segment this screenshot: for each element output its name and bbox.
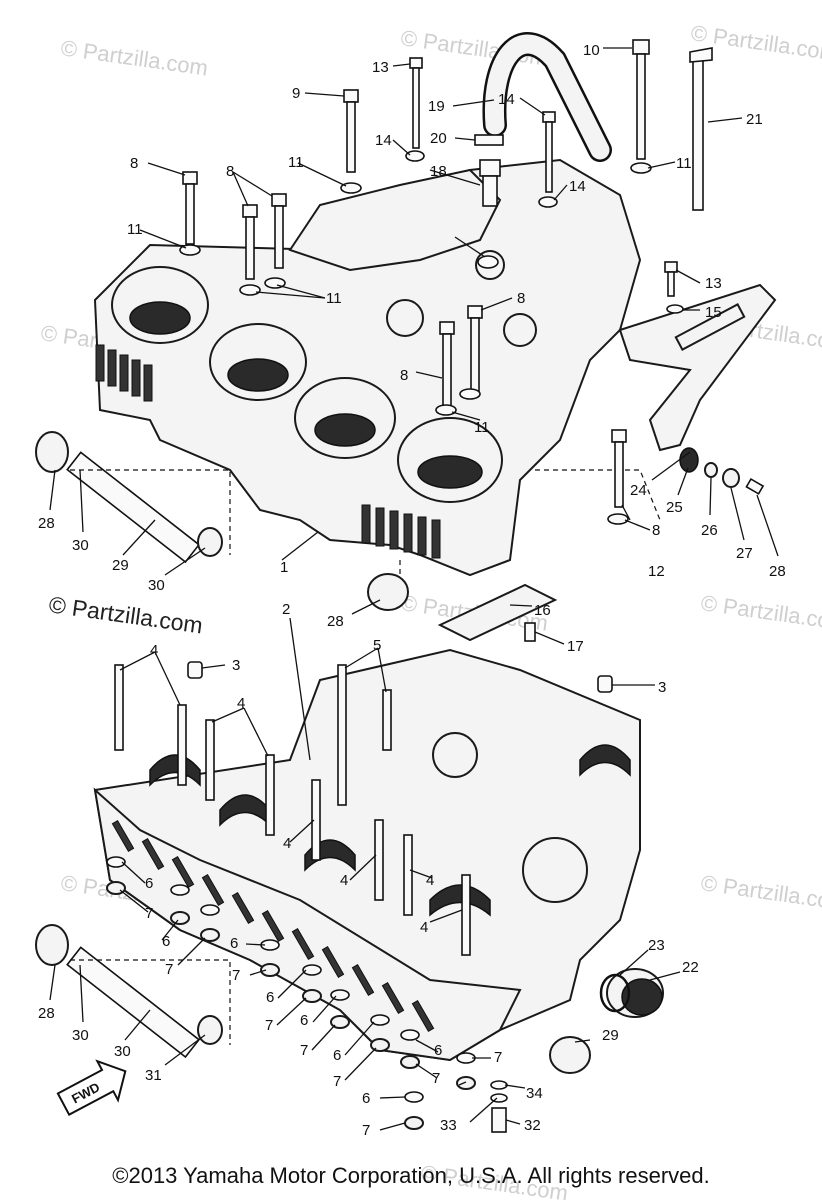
callout-9: 9 xyxy=(292,85,300,102)
callout-31: 32 xyxy=(524,1117,541,1134)
callouts: 1 2 3 3 4 4 4 4 4 4 5 6 6 6 6 6 6 6 6 7 … xyxy=(38,42,786,1139)
callout-13: 14 xyxy=(498,91,515,108)
callout-7: 7 xyxy=(265,1017,273,1034)
callout-29: 30 xyxy=(114,1043,131,1060)
callout-20: 21 xyxy=(746,111,763,128)
callout-11: 11 xyxy=(676,155,692,172)
callout-7: 7 xyxy=(165,961,173,978)
callout-8: 8 xyxy=(652,522,660,539)
watermark: © Partzilla.com xyxy=(699,590,822,635)
callout-11: 11 xyxy=(288,154,304,171)
callout-7: 7 xyxy=(333,1073,341,1090)
callout-6: 6 xyxy=(434,1042,442,1059)
callout-30: 30 xyxy=(72,537,89,554)
callout-11: 12 xyxy=(648,563,665,580)
callout-8: 8 xyxy=(130,155,138,172)
callout-25: 26 xyxy=(701,522,718,539)
callout-28: 29 xyxy=(602,1027,619,1044)
callout-8: 8 xyxy=(226,163,234,180)
callout-14: 14 xyxy=(375,132,392,149)
callout-8: 8 xyxy=(517,290,525,307)
callout-6: 6 xyxy=(230,935,238,952)
callout-19: 20 xyxy=(430,130,447,147)
callout-3: 3 xyxy=(232,657,240,674)
callout-15: 16 xyxy=(534,602,551,619)
callout-23: 24 xyxy=(630,482,647,499)
callout-14: 15 xyxy=(705,304,722,321)
callout-6: 6 xyxy=(162,933,170,950)
callout-11: 11 xyxy=(474,419,490,436)
leader-lines xyxy=(49,47,779,1131)
callout-8: 8 xyxy=(400,367,408,384)
callout-6: 6 xyxy=(145,875,153,892)
watermark: © Partzilla.com xyxy=(699,870,822,915)
callout-18: 19 xyxy=(428,98,445,115)
callout-4: 4 xyxy=(426,872,434,889)
callout-12: 13 xyxy=(705,275,722,292)
watermark-main: © Partzilla.com xyxy=(47,591,204,638)
gasket-plate xyxy=(437,583,558,642)
callout-26: 27 xyxy=(736,545,753,562)
callout-4: 4 xyxy=(340,872,348,889)
callout-5: 5 xyxy=(373,637,381,654)
mount-tube-lower xyxy=(35,924,591,1074)
callout-17: 18 xyxy=(430,163,447,180)
callout-2: 2 xyxy=(282,601,290,618)
callout-11: 11 xyxy=(127,221,143,238)
callout-4: 4 xyxy=(283,835,291,852)
callout-24: 25 xyxy=(666,499,683,516)
callout-33: 34 xyxy=(526,1085,543,1102)
callout-10: 10 xyxy=(583,42,600,59)
callout-7: 7 xyxy=(362,1122,370,1139)
o-ring xyxy=(599,973,631,1013)
callout-6: 6 xyxy=(300,1012,308,1029)
callout-28: 28 xyxy=(38,515,55,532)
watermark: © Partzilla.com xyxy=(59,35,209,80)
callout-7: 7 xyxy=(232,967,240,984)
bracket-slot xyxy=(674,303,746,351)
callout-16: 17 xyxy=(567,638,584,655)
copyright-text: ©2013 Yamaha Motor Corporation, U.S.A. A… xyxy=(112,1163,710,1188)
callout-6: 6 xyxy=(333,1047,341,1064)
callout-14: 14 xyxy=(569,178,586,195)
callout-7: 7 xyxy=(300,1042,308,1059)
fwd-arrow-icon: FWD xyxy=(56,1059,127,1117)
callout-28: 28 xyxy=(327,613,344,630)
callout-7: 7 xyxy=(145,905,153,922)
callout-30: 30 xyxy=(148,577,165,594)
upper-crankcase xyxy=(93,158,642,577)
lower-crankcase xyxy=(93,648,664,1062)
callout-30: 31 xyxy=(145,1067,162,1084)
callout-21: 22 xyxy=(682,959,699,976)
callout-4: 4 xyxy=(420,919,428,936)
callout-7: 7 xyxy=(432,1070,440,1087)
callout-32: 33 xyxy=(440,1117,457,1134)
callout-29: 29 xyxy=(112,557,129,574)
callout-30: 30 xyxy=(72,1027,89,1044)
callout-11: 11 xyxy=(326,290,342,307)
callout-4: 4 xyxy=(237,695,245,712)
callout-3: 3 xyxy=(658,679,666,696)
breather-fitting xyxy=(474,134,504,207)
callout-28: 28 xyxy=(38,1005,55,1022)
callout-27: 28 xyxy=(769,563,786,580)
callout-7: 7 xyxy=(494,1049,502,1066)
callout-13: 13 xyxy=(372,59,389,76)
callout-6: 6 xyxy=(362,1090,370,1107)
engine-mount-bracket xyxy=(618,283,777,452)
callout-1: 1 xyxy=(280,559,288,576)
callout-6: 6 xyxy=(266,989,274,1006)
callout-22: 23 xyxy=(648,937,665,954)
bolts xyxy=(114,39,765,1133)
callout-4: 4 xyxy=(150,642,158,659)
